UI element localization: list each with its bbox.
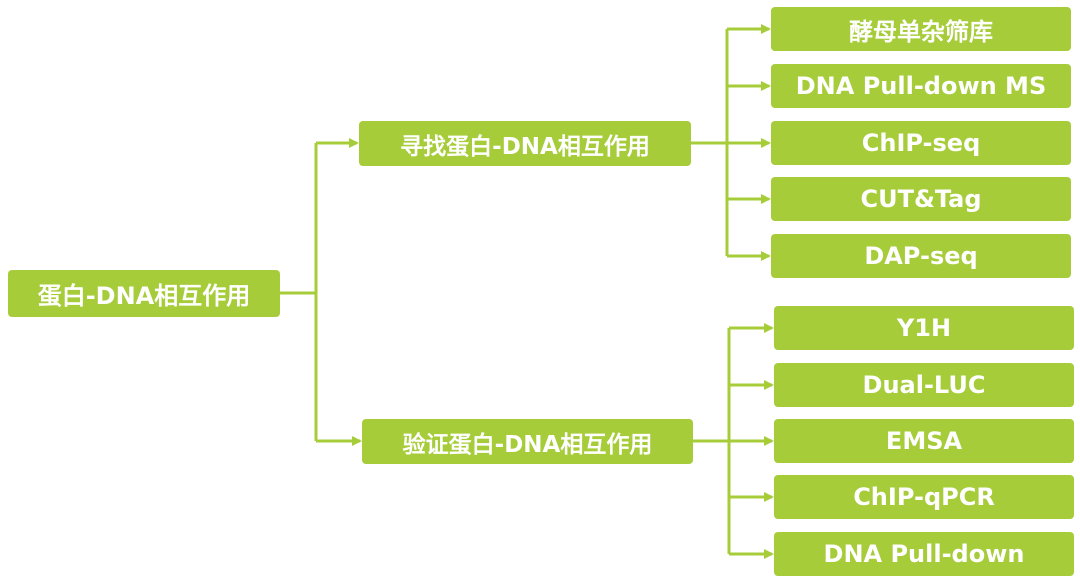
branch-node-verify: 验证蛋白-DNA相互作用 xyxy=(362,419,693,464)
leaf-node-find-2: DNA Pull-down MS xyxy=(771,64,1071,108)
leaf-node-find-5: DAP-seq xyxy=(771,234,1071,278)
leaf-node-find-1: 酵母单杂筛库 xyxy=(771,7,1071,51)
leaf-node-verify-3: EMSA xyxy=(774,419,1074,463)
leaf-node-find-4: CUT&Tag xyxy=(771,177,1071,221)
leaf-node-verify-2: Dual-LUC xyxy=(774,363,1074,407)
branch-node-find: 寻找蛋白-DNA相互作用 xyxy=(359,121,691,166)
root-node: 蛋白-DNA相互作用 xyxy=(8,270,280,317)
leaf-node-verify-4: ChIP-qPCR xyxy=(774,475,1074,519)
leaf-node-verify-5: DNA Pull-down xyxy=(774,532,1074,576)
leaf-node-verify-1: Y1H xyxy=(774,306,1074,350)
leaf-node-find-3: ChIP-seq xyxy=(771,121,1071,165)
